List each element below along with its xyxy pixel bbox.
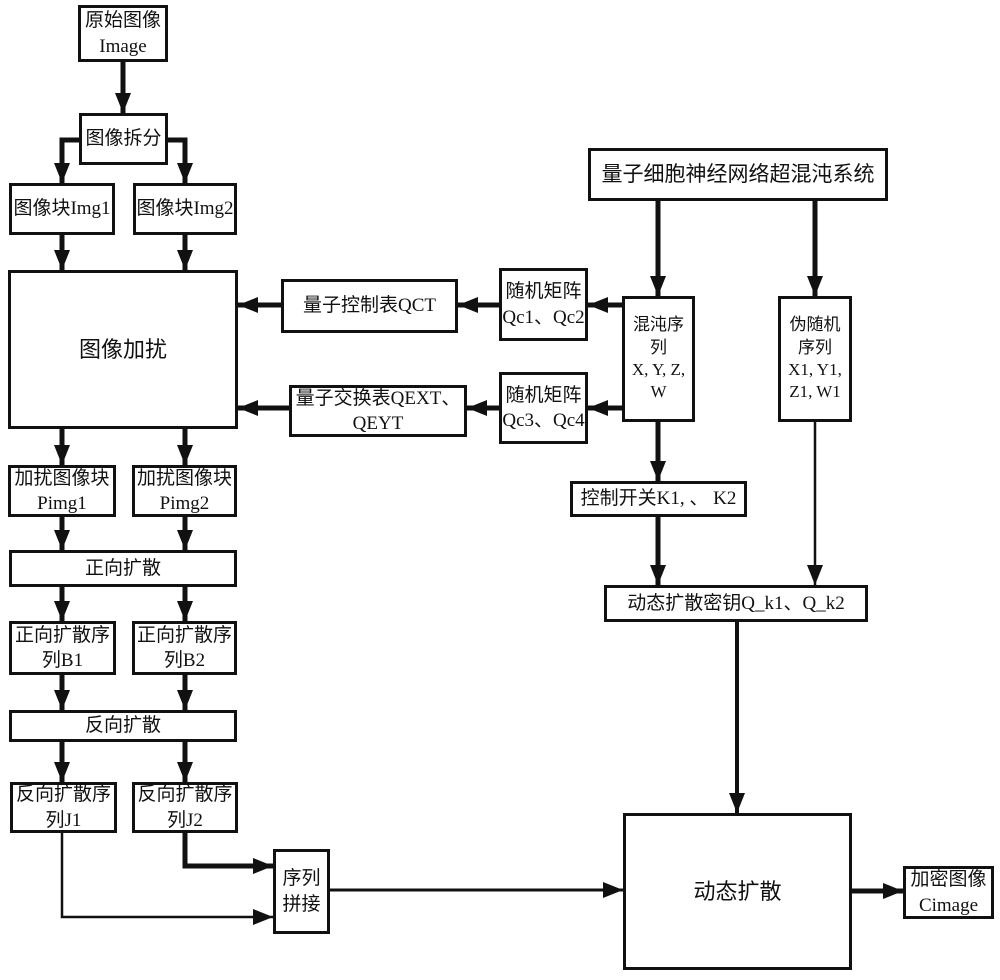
node-backward-sequence-j2: 反向扩散序 列J2 [132, 782, 238, 833]
node-original-image: 原始图像 Image [78, 5, 168, 62]
connector-j2-to-concat [182, 833, 273, 874]
node-encrypted-image-cimage: 加密图像 Cimage [903, 866, 994, 919]
node-random-matrix-qc3-qc4: 随机矩阵 Qc3、Qc4 [499, 372, 588, 444]
node-dynamic-diffusion: 动态扩散 [623, 813, 852, 970]
node-backward-diffusion: 反向扩散 [9, 710, 237, 742]
node-scrambled-block-pimg1: 加扰图像块 Pimg1 [8, 465, 116, 517]
node-chaos-sequence-xyzw: 混沌序 列 X, Y, Z, W [622, 296, 695, 422]
node-image-scramble: 图像加扰 [8, 270, 238, 429]
node-scrambled-block-pimg2: 加扰图像块 Pimg2 [132, 465, 237, 517]
node-forward-sequence-b2: 正向扩散序 列B2 [132, 621, 237, 675]
node-backward-sequence-j1: 反向扩散序 列J1 [10, 782, 117, 833]
connector-split-to-img1 [54, 137, 79, 183]
node-image-block-img1: 图像块Img1 [9, 183, 115, 235]
node-image-split: 图像拆分 [79, 113, 168, 165]
node-image-block-img2: 图像块Img2 [133, 183, 237, 235]
node-control-switch-k1-k2: 控制开关K1, 、 K2 [570, 481, 747, 517]
node-forward-diffusion: 正向扩散 [9, 550, 237, 587]
node-sequence-concat: 序列 拼接 [273, 849, 330, 934]
node-dynamic-diffusion-key-qk1-qk2: 动态扩散密钥Q_k1、Q_k2 [604, 585, 868, 622]
node-quantum-exchange-table-qext-qeyt: 量子交换表QEXT、 QEYT [289, 385, 467, 437]
node-random-matrix-qc1-qc2: 随机矩阵 Qc1、Qc2 [499, 268, 588, 341]
node-quantum-control-table-qct: 量子控制表QCT [281, 279, 458, 333]
node-pseudo-random-sequence-x1y1z1w1: 伪随机 序列 X1, Y1, Z1, W1 [778, 296, 852, 422]
connector-split-to-img2 [168, 137, 193, 183]
node-quantum-cellular-neural-network-hyperchaos-system: 量子细胞神经网络超混沌系统 [588, 148, 888, 201]
node-forward-sequence-b1: 正向扩散序 列B1 [9, 621, 116, 675]
connector-j1-to-concat [60, 833, 273, 925]
